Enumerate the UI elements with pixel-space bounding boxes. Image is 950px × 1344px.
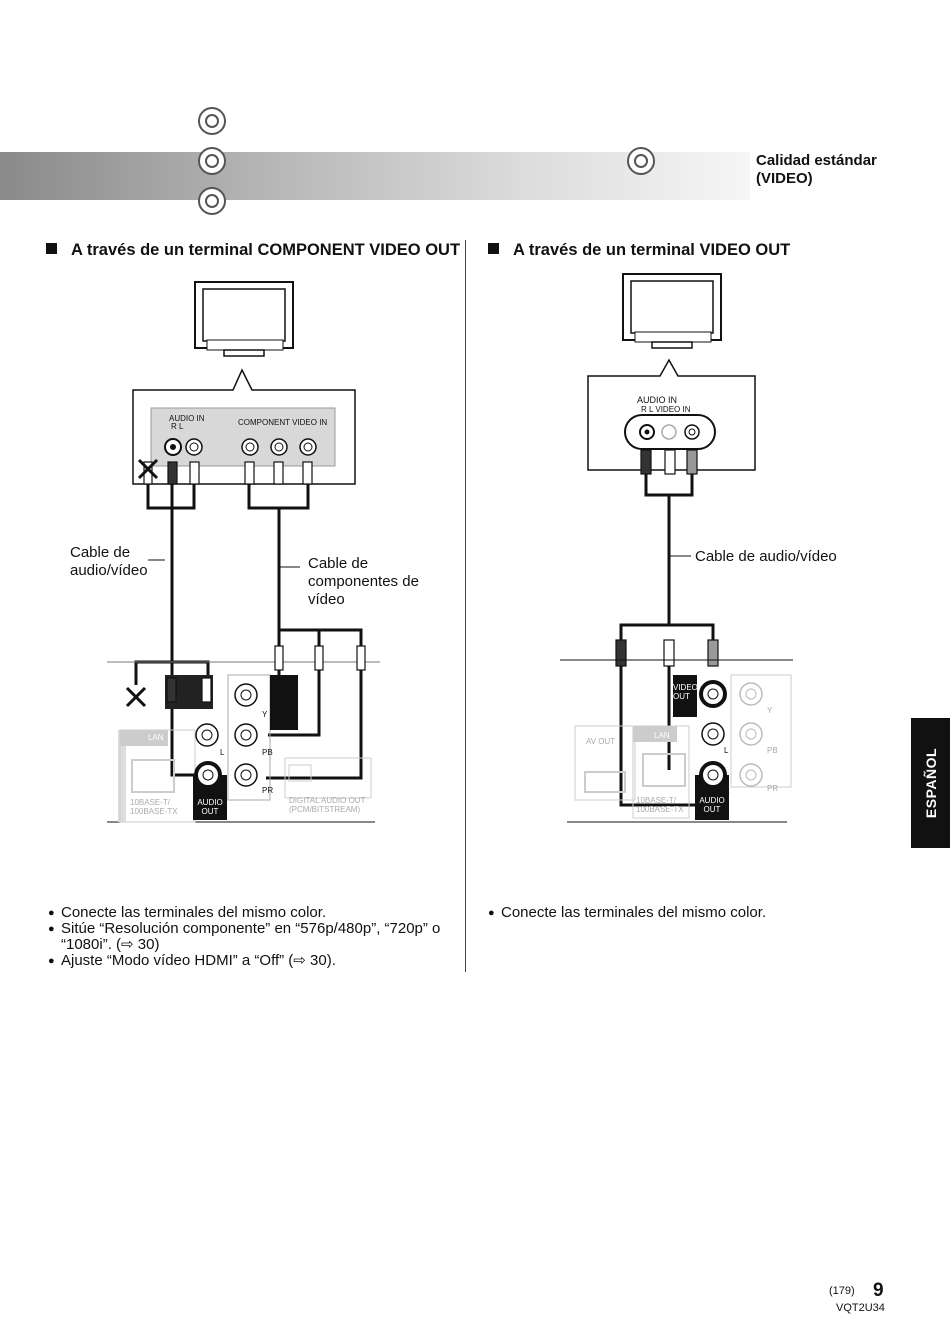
rear-r-label: R [220, 787, 226, 796]
rear-pr-label: PR [262, 786, 274, 795]
tv-audio-in-label: AUDIO IN [637, 395, 678, 405]
rear-audio-out-label: AUDIO OUT [197, 798, 223, 816]
quality-heading: Calidad estándar (VIDEO) [756, 152, 877, 188]
rear-base-label: 10BASE-T/ 100BASE-TX [636, 796, 684, 814]
component-jack-icon [198, 147, 226, 175]
rear-hdmi-label: AV OUT [586, 737, 616, 746]
rear-l-label: L [220, 748, 225, 757]
right-section-title: A través de un terminal VIDEO OUT [488, 241, 790, 260]
tv-icon [194, 281, 294, 357]
video-connection-diagram [560, 273, 793, 823]
rear-video-out-label: VIDEO OUT [673, 683, 698, 701]
left-section-title: A través de un terminal COMPONENT VIDEO … [46, 241, 460, 260]
rear-y-label: Y [262, 710, 268, 719]
rear-lan-label: LAN [654, 731, 670, 740]
column-divider [465, 240, 466, 972]
list-item: Ajuste “Modo vídeo HDMI” a “Off” (⇨ 30). [48, 953, 448, 970]
tv-rl-label: R L [171, 422, 184, 431]
language-tab: ESPAÑOL [911, 718, 950, 848]
list-item: Conecte las terminales del mismo color. [488, 905, 888, 922]
rear-pb-label: PB [262, 748, 273, 757]
component-jack-icon [198, 187, 226, 215]
rear-pb-label: PB [767, 746, 778, 755]
rear-pr-label: PR [767, 784, 779, 793]
page-ref: (179) [829, 1285, 855, 1297]
rear-base-label: 10BASE-T/ 100BASE-TX [130, 798, 178, 816]
quality-subtitle: (VIDEO) [756, 170, 813, 187]
header-band [0, 152, 750, 200]
list-item: Sitúe “Resolución componente” en “576p/4… [48, 921, 448, 953]
rear-r-label: R [724, 786, 730, 795]
rear-l-label: L [724, 746, 729, 755]
page-number: 9 [873, 1280, 884, 1301]
component-connection-diagram [107, 281, 380, 823]
av-cable-label: Cable de audio/vídeo [695, 548, 837, 565]
video-jack-icon [627, 147, 655, 175]
rear-audio-out-label: AUDIO OUT [699, 796, 725, 814]
left-bullet-list: Conecte las terminales del mismo color. … [48, 905, 448, 970]
document-code: VQT2U34 [836, 1302, 885, 1314]
tv-audio-in-label: AUDIO IN [169, 414, 205, 423]
tv-rl-video-in-label: R L VIDEO IN [641, 405, 691, 414]
right-bullet-list: Conecte las terminales del mismo color. [488, 905, 888, 922]
rear-digital-label: DIGITAL AUDIO OUT (PCM/BITSTREAM) [289, 796, 366, 814]
tv-icon [622, 273, 722, 349]
rear-lan-label: LAN [148, 733, 164, 742]
list-item: Conecte las terminales del mismo color. [48, 905, 448, 922]
component-jack-icon [198, 107, 226, 135]
tv-component-in-label: COMPONENT VIDEO IN [238, 418, 328, 427]
rear-y-label: Y [767, 706, 773, 715]
quality-title: Calidad estándar [756, 152, 877, 169]
